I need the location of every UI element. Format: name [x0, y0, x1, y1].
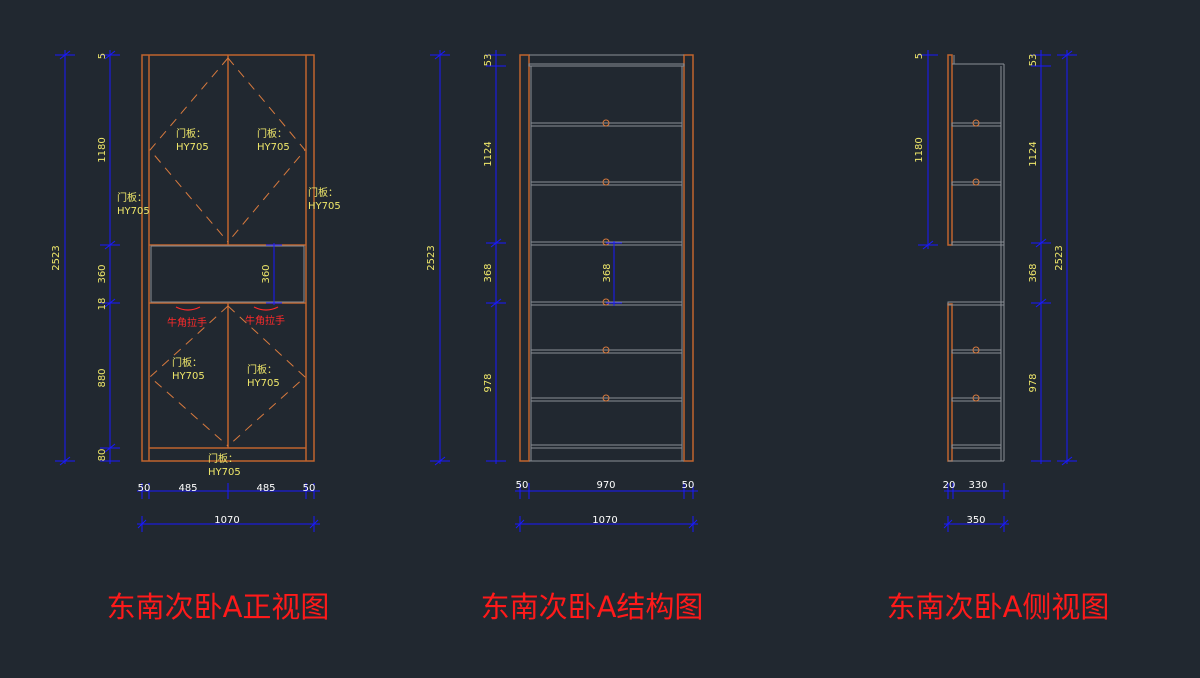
front-total-height-dim [55, 50, 75, 466]
svg-text:门板：: 门板： [208, 452, 238, 465]
side-w-330: 330 [968, 480, 987, 491]
svg-text:HY705: HY705 [208, 467, 241, 478]
svg-text:HY705: HY705 [247, 378, 280, 389]
side-view: 5 1180 53 1124 368 978 2523 20 330 350 [914, 50, 1077, 532]
svg-text:HY705: HY705 [172, 371, 205, 382]
handle-label-left: 牛角拉手 [167, 316, 207, 329]
structure-dim-368: 368 [483, 263, 494, 282]
structure-shelves [528, 54, 685, 462]
front-inner-dim [266, 243, 282, 305]
door-label: 门板： HY705 [257, 127, 290, 153]
front-view: 2523 5 1180 360 18 880 80 360 50 485 485… [51, 50, 341, 532]
side-width-dims [943, 483, 1009, 532]
side-dim-1124: 1124 [1028, 141, 1039, 166]
door-label: 门板： HY705 [176, 127, 209, 153]
structure-total-width-label: 1070 [592, 515, 617, 526]
svg-text:门板：: 门板： [308, 186, 338, 199]
side-dim-978: 978 [1028, 373, 1039, 392]
svg-text:门板：: 门板： [176, 127, 206, 140]
door-label: 门板： HY705 [172, 356, 205, 382]
front-height-dims [100, 50, 120, 464]
door-label: 门板： HY705 [117, 191, 150, 217]
front-inner-dim-label: 360 [261, 264, 272, 283]
front-carcass [141, 54, 315, 462]
side-view-title: 东南次卧A侧视图 [887, 590, 1110, 624]
front-w-485-left: 485 [178, 483, 197, 494]
front-dim-360: 360 [97, 264, 108, 283]
structure-view-title: 东南次卧A结构图 [481, 590, 704, 624]
structure-side-panels [519, 54, 694, 462]
door-swing-lines [149, 57, 306, 447]
svg-text:HY705: HY705 [176, 142, 209, 153]
handle-marks [175, 306, 279, 311]
front-dim-18: 18 [97, 298, 108, 311]
open-niche [150, 245, 305, 303]
svg-text:门板：: 门板： [247, 363, 277, 376]
structure-width-dims [515, 483, 698, 532]
handle-label-right: 牛角拉手 [245, 314, 285, 327]
structure-total-height-label: 2523 [426, 245, 437, 270]
structure-view: 2523 53 1124 368 978 368 50 970 50 1070 [426, 50, 698, 532]
structure-w-50-left: 50 [516, 480, 529, 491]
front-dim-880: 880 [97, 368, 108, 387]
svg-text:HY705: HY705 [257, 142, 290, 153]
side-total-height-label: 2523 [1054, 245, 1065, 270]
front-dim-5: 5 [97, 53, 108, 59]
side-carcass [947, 55, 1005, 462]
door-label: 门板： HY705 [208, 452, 241, 478]
shelf-pin-marks [602, 119, 610, 402]
side-dim-368: 368 [1028, 263, 1039, 282]
svg-text:门板：: 门板： [172, 356, 202, 369]
structure-dim-1124: 1124 [483, 141, 494, 166]
svg-text:HY705: HY705 [117, 206, 150, 217]
side-dim-5: 5 [914, 53, 925, 59]
svg-text:门板：: 门板： [117, 191, 147, 204]
svg-text:门板：: 门板： [257, 127, 287, 140]
door-label: 门板： HY705 [247, 363, 280, 389]
front-width-dims [137, 483, 320, 532]
front-w-50-right: 50 [303, 483, 316, 494]
side-dim-53: 53 [1028, 54, 1039, 67]
structure-w-50-right: 50 [682, 480, 695, 491]
structure-dim-978: 978 [483, 373, 494, 392]
side-w-20: 20 [943, 480, 956, 491]
side-total-width-label: 350 [966, 515, 985, 526]
side-pin-marks [972, 119, 980, 402]
side-door-panels [947, 54, 953, 462]
front-w-50-left: 50 [138, 483, 151, 494]
front-view-title: 东南次卧A正视图 [107, 590, 330, 624]
svg-text:HY705: HY705 [308, 201, 341, 212]
side-height-dims [918, 50, 1077, 466]
front-w-485-right: 485 [256, 483, 275, 494]
front-dim-1180: 1180 [97, 137, 108, 162]
structure-inner-dim-label: 368 [602, 263, 613, 282]
door-label: 门板： HY705 [308, 186, 341, 212]
structure-w-970: 970 [596, 480, 615, 491]
front-total-height-label: 2523 [51, 245, 62, 270]
structure-height-dims [430, 50, 622, 466]
side-dim-1180: 1180 [914, 137, 925, 162]
front-dim-80: 80 [97, 449, 108, 462]
structure-dim-53: 53 [483, 54, 494, 67]
front-total-width-label: 1070 [214, 515, 239, 526]
